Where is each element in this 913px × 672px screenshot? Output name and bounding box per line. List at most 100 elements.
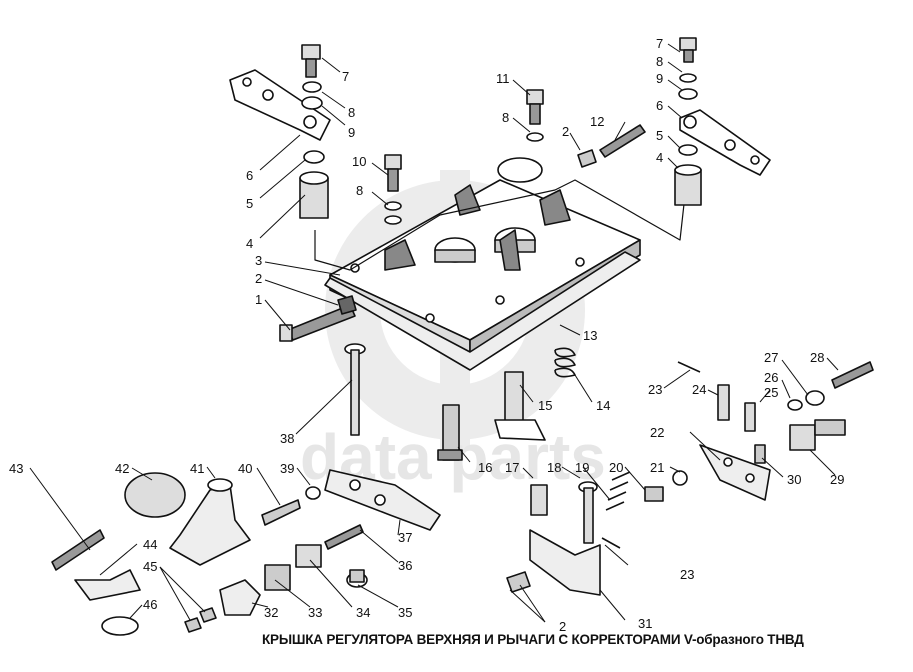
part-shaft-15	[494, 371, 546, 441]
callout-23: 23	[648, 382, 663, 397]
part-ring-5b	[678, 144, 698, 156]
callout-11: 11	[496, 71, 510, 86]
callout-25: 25	[764, 385, 779, 400]
part-plate-44	[74, 569, 141, 601]
callout-46: 46	[143, 597, 158, 612]
part-pin-30	[754, 444, 766, 464]
callout-27: 27	[764, 350, 779, 365]
callout-9: 9	[656, 71, 664, 86]
callout-7: 7	[342, 69, 350, 84]
part-bolt-7a	[301, 44, 321, 78]
part-nut-32	[219, 579, 261, 616]
part-bolt-7b	[679, 37, 697, 63]
callout-35: 35	[398, 605, 413, 620]
part-bush-35	[346, 569, 368, 588]
part-stud-12	[599, 124, 646, 158]
part-nut-2b	[577, 149, 597, 168]
callout-6: 6	[656, 98, 664, 113]
callout-8: 8	[348, 105, 356, 120]
callout-7: 7	[656, 36, 664, 51]
callout-34: 34	[356, 605, 371, 620]
callout-22: 22	[650, 425, 665, 440]
part-washer-27	[805, 390, 825, 406]
part-gasket	[324, 251, 641, 371]
callout-4: 4	[656, 150, 664, 165]
callout-33: 33	[308, 605, 323, 620]
part-fork-29	[789, 419, 846, 451]
part-pin-24	[717, 384, 730, 421]
callout-44: 44	[143, 537, 158, 552]
callout-1: 1	[255, 292, 263, 307]
part-left-lever	[229, 69, 331, 141]
part-bracket-31	[529, 529, 601, 596]
part-washer-26	[787, 399, 803, 411]
callout-40: 40	[238, 461, 253, 476]
part-screw-36	[324, 524, 364, 550]
part-ring-5a	[303, 150, 325, 164]
part-spring-33	[264, 564, 291, 591]
part-bolt-10	[384, 154, 402, 192]
part-bushing-4a	[299, 171, 329, 219]
callout-45: 45	[143, 559, 158, 574]
callout-15: 15	[538, 398, 553, 413]
callout-43: 43	[9, 461, 24, 476]
part-regulator-cover	[329, 157, 641, 356]
callout-12: 12	[590, 114, 605, 129]
callout-39: 39	[280, 461, 295, 476]
part-spring-43	[51, 529, 105, 571]
callout-23: 23	[680, 567, 695, 582]
callout-5: 5	[656, 128, 664, 143]
part-pin-38	[344, 343, 366, 436]
callout-36: 36	[398, 558, 413, 573]
part-cotter-23a	[677, 361, 701, 373]
part-washer-8a	[302, 81, 322, 93]
leader-lines	[29, 43, 839, 623]
callout-10: 10	[352, 154, 367, 169]
callout-37: 37	[398, 530, 413, 545]
callout-29: 29	[830, 472, 845, 487]
part-pin-18	[578, 481, 598, 544]
part-washer-21	[672, 470, 688, 486]
callout-5: 5	[246, 196, 254, 211]
part-spring-42	[124, 472, 186, 518]
part-eyebolt-40	[261, 499, 301, 526]
callout-31: 31	[638, 616, 653, 631]
part-sleeve-34	[295, 544, 322, 568]
part-nuts-45	[184, 607, 217, 633]
part-lever-22	[699, 444, 771, 501]
part-screw-28	[831, 361, 874, 389]
part-arm-41	[169, 478, 251, 566]
callout-38: 38	[280, 431, 295, 446]
callout-2: 2	[559, 619, 567, 634]
part-washer-8b	[679, 73, 697, 83]
part-nut-39	[305, 486, 321, 500]
callout-2: 2	[255, 271, 263, 286]
part-pin-25	[744, 402, 756, 432]
diagram-caption: КРЫШКА РЕГУЛЯТОРА ВЕРХНЯЯ И РЫЧАГИ С КОР…	[262, 632, 804, 647]
part-bolt-11	[526, 89, 544, 125]
callout-17: 17	[505, 460, 520, 475]
callout-21: 21	[650, 460, 665, 475]
callout-30: 30	[787, 472, 802, 487]
callout-28: 28	[810, 350, 825, 365]
callout-26: 26	[764, 370, 779, 385]
part-shaft-16	[437, 404, 463, 461]
part-right-lever	[679, 109, 771, 176]
callout-24: 24	[692, 382, 707, 397]
part-washer-46	[101, 616, 139, 636]
callout-20: 20	[609, 460, 624, 475]
callout-6: 6	[246, 168, 254, 183]
part-washer-9b	[678, 88, 698, 100]
part-spring-19	[605, 471, 631, 511]
part-nut-2a	[337, 295, 357, 315]
part-spring-14	[554, 347, 576, 378]
callout-14: 14	[596, 398, 611, 413]
callout-2: 2	[562, 124, 570, 139]
callout-4: 4	[246, 236, 254, 251]
part-nut-2c	[506, 571, 531, 593]
part-plug-20	[644, 486, 664, 502]
part-cotter-23b	[601, 537, 621, 549]
part-sleeve-17	[530, 484, 548, 516]
callout-8: 8	[656, 54, 664, 69]
